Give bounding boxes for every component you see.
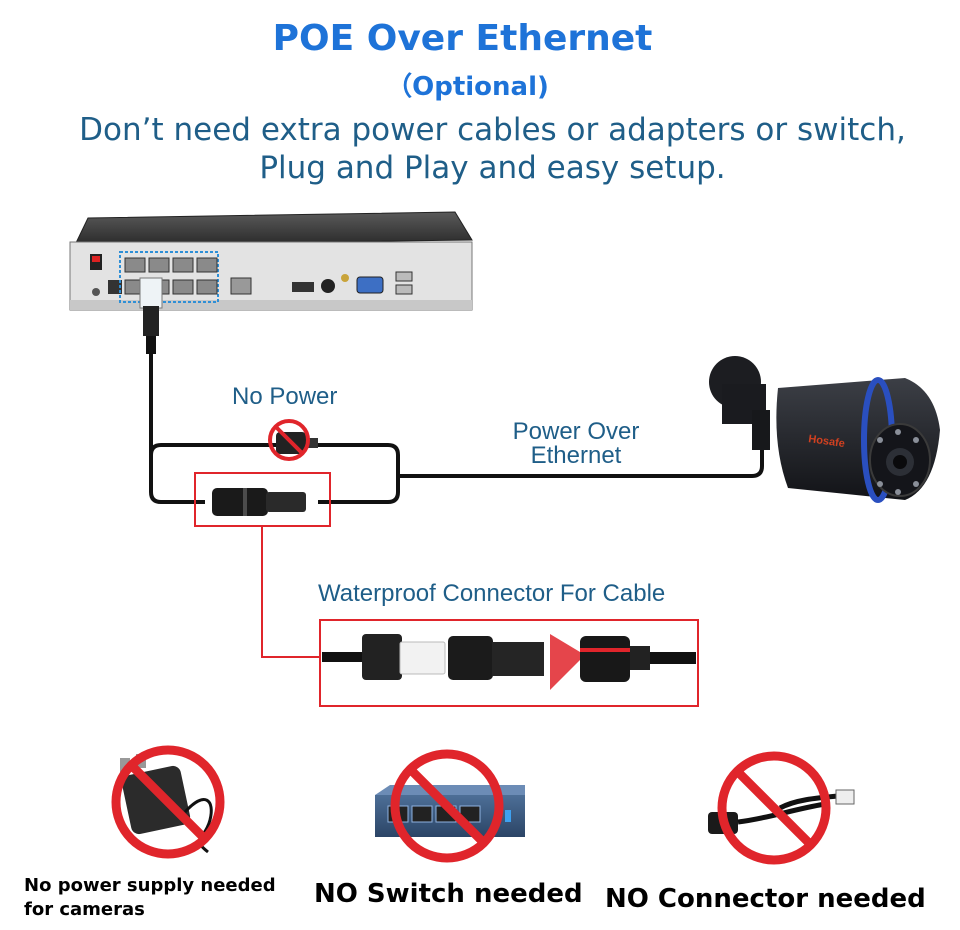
waterproof-connector-zoom [322, 634, 696, 690]
no-switch-caption: NO Switch needed [314, 879, 583, 909]
no-connector-caption: NO Connector needed [605, 884, 926, 914]
poe-label: Power Over Ethernet [478, 420, 674, 468]
no-switch-prohibition-icon [390, 749, 504, 863]
no-connector-prohibition-icon [717, 751, 831, 865]
no-power-prohibition-icon [268, 419, 310, 461]
poe-label-line-1: Power Over [512, 418, 640, 445]
bullet-camera [709, 356, 940, 503]
page-title: POE Over Ethernet [272, 18, 653, 59]
highlight-box-zoom [319, 619, 699, 707]
no-power-supply-prohibition-icon [111, 745, 225, 859]
waterproof-connector-label: Waterproof Connector For Cable [318, 580, 666, 607]
rj45-plug-icon [139, 277, 163, 354]
waterproof-connector-small [212, 488, 306, 516]
no-power-label: No Power [232, 383, 338, 410]
description-line-2: Plug and Play and easy setup. [259, 150, 726, 186]
no-power-supply-caption-line-1: No power supply needed [24, 875, 276, 896]
nvr-recorder [69, 211, 473, 311]
ethernet-cable [149, 352, 764, 504]
camera-brand-text: Hosafe [808, 433, 846, 450]
no-power-supply-caption: No power supply needed for cameras [24, 874, 276, 922]
leader-line [261, 526, 320, 658]
no-power-supply-caption-line-2: for cameras [24, 899, 145, 920]
description-line-1: Don’t need extra power cables or adapter… [79, 112, 906, 148]
page-subtitle: （Optional) [386, 72, 549, 102]
poe-label-line-2: Ethernet [530, 442, 622, 469]
